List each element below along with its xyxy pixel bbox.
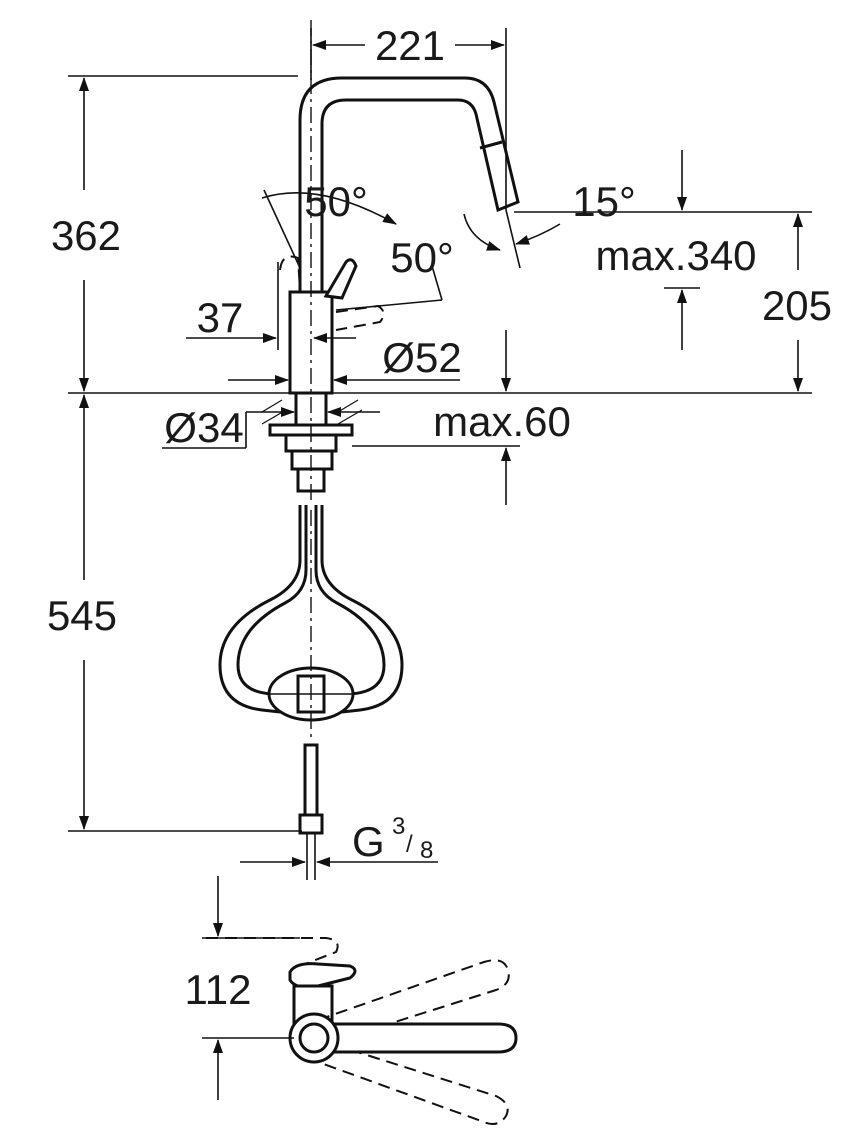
dim-label-g-num: 3 xyxy=(392,813,405,840)
dim-lever-angle-side: 50° xyxy=(335,234,454,311)
dim-max-60: max.60 xyxy=(352,330,571,505)
svg-text:/: / xyxy=(406,831,413,858)
lever-top-solid xyxy=(288,962,357,989)
dim-label-545: 545 xyxy=(47,592,117,639)
dim-label-max340: max.340 xyxy=(595,232,756,279)
dim-362: 362 xyxy=(51,75,298,392)
dim-label-d52: Ø52 xyxy=(382,334,461,381)
faucet-side-view xyxy=(261,20,520,500)
faucet-top-view xyxy=(206,937,518,1125)
dim-label-205: 205 xyxy=(762,282,832,329)
dim-label-15: 15° xyxy=(572,178,636,225)
dim-label-362: 362 xyxy=(51,212,121,259)
dim-label-221: 221 xyxy=(375,22,445,69)
thread-connector xyxy=(290,449,334,471)
dim-max-340: max.340 xyxy=(595,150,757,350)
dim-221: 221 xyxy=(310,22,507,210)
dim-lever-angle-top: 50° xyxy=(261,178,397,269)
dim-112: 112 xyxy=(185,876,300,1100)
supply-pipe xyxy=(303,743,319,817)
lever-handle xyxy=(323,258,358,300)
dim-37: 37 xyxy=(186,262,356,350)
dim-d34: Ø34 xyxy=(162,404,380,451)
spout-swivel-down-dashed xyxy=(317,1043,509,1125)
dim-label-d34: Ø34 xyxy=(164,404,243,451)
dim-label-max60: max.60 xyxy=(433,398,571,445)
dim-label-50-side: 50° xyxy=(390,234,454,281)
lever-top-dashed xyxy=(206,937,339,967)
dim-label-50-top: 50° xyxy=(304,178,368,225)
lever-dashed-left xyxy=(279,255,301,291)
dim-205: 205 xyxy=(640,211,832,392)
dim-label-g-den: 8 xyxy=(420,837,433,864)
dim-d52: Ø52 xyxy=(228,334,462,385)
dim-label-112: 112 xyxy=(185,966,252,1013)
spout-top-solid xyxy=(310,1022,518,1054)
dim-spray-angle: 15° xyxy=(463,178,640,269)
dim-label-g: G xyxy=(352,818,385,865)
supply-fitting xyxy=(298,813,324,835)
dim-g38: G 3 / 8 xyxy=(240,813,438,867)
dim-label-37: 37 xyxy=(197,294,244,341)
dim-545: 545 xyxy=(47,394,302,832)
hose-loop xyxy=(218,505,404,880)
